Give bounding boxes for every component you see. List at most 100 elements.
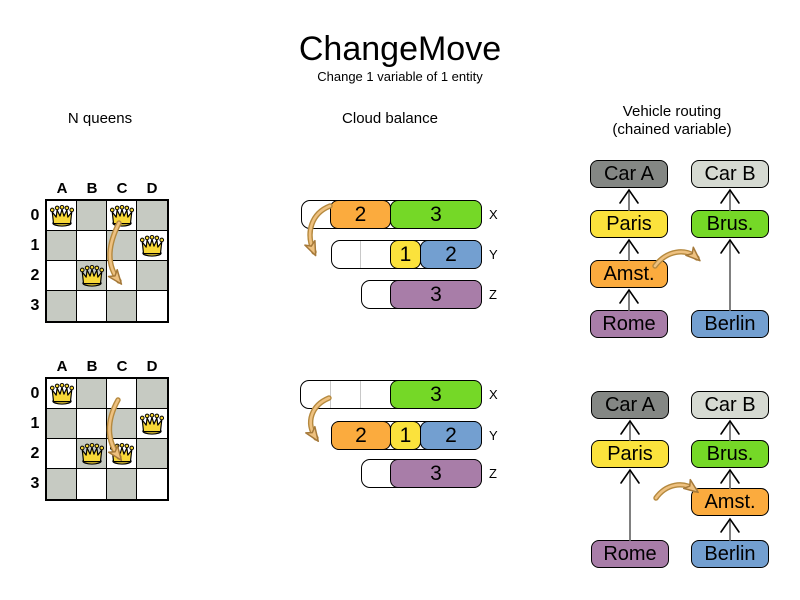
computer-label-z: Z: [489, 287, 497, 302]
row-label: 3: [30, 475, 40, 492]
row-label: 0: [30, 385, 40, 402]
row-label: 3: [30, 297, 40, 314]
vr-label: Car A: [604, 393, 656, 416]
cell-C2: [107, 261, 137, 291]
queen-icon-B2: [79, 264, 104, 287]
computer-label-x: X: [489, 207, 498, 222]
cell-D2: [137, 439, 167, 469]
chessboard-after: [45, 377, 169, 501]
cell-C0: [107, 379, 137, 409]
vr-label: Rome: [603, 542, 657, 565]
vr-box-car-b: Car B: [691, 160, 769, 188]
cell-B0: [77, 201, 107, 231]
column-label: D: [146, 358, 158, 375]
vr-label: Berlin: [704, 542, 756, 565]
cell-A2: [47, 439, 77, 469]
vr-box-brus: Brus.: [691, 440, 769, 468]
process-block-green: 3: [390, 380, 482, 409]
row-label: 2: [30, 445, 40, 462]
row-label: 1: [30, 415, 40, 432]
process-block-blue: 2: [420, 421, 482, 450]
cell-D0: [137, 201, 167, 231]
vr-label: Car A: [603, 162, 655, 185]
page-subtitle: Change 1 variable of 1 entity: [317, 69, 483, 84]
column-label: B: [86, 180, 98, 197]
cell-A2: [47, 261, 77, 291]
column-label: D: [146, 180, 158, 197]
vr-box-amst: Amst.: [691, 488, 769, 516]
process-value: 3: [430, 282, 442, 306]
process-block-purple: 3: [390, 459, 482, 488]
queen-icon-D1: [139, 412, 165, 435]
column-label: A: [56, 180, 68, 197]
vr-box-rome: Rome: [590, 310, 668, 338]
vr-box-car-a: Car A: [591, 391, 669, 419]
cell-C3: [107, 469, 137, 499]
queen-icon-D1: [139, 234, 165, 257]
cell-B2: [77, 261, 107, 291]
cell-A1: [47, 231, 77, 261]
vr-label: Paris: [607, 442, 653, 465]
process-value: 3: [430, 461, 442, 485]
slot-divider: [330, 381, 331, 408]
vr-label: Brus.: [706, 212, 754, 235]
computer-label-x: X: [489, 387, 498, 402]
slot-divider: [360, 241, 361, 268]
chain-arrows-after: [620, 419, 740, 541]
computer-label-y: Y: [489, 247, 498, 262]
vr-label: Amst.: [704, 490, 756, 513]
cell-D1: [137, 409, 167, 439]
vr-label: Brus.: [706, 442, 754, 465]
vr-box-amst: Amst.: [590, 260, 668, 288]
vr-label: Paris: [606, 212, 652, 235]
vr-label: Amst.: [603, 262, 655, 285]
vr-box-rome: Rome: [591, 540, 669, 568]
cell-D2: [137, 261, 167, 291]
process-value: 2: [445, 242, 457, 266]
board-before-row-labels: 0 1 2 3: [27, 201, 43, 321]
vr-box-car-a: Car A: [590, 160, 668, 188]
section-label-cloud-balance: Cloud balance: [342, 110, 438, 127]
process-block-blue: 2: [420, 240, 482, 269]
row-label: 2: [30, 267, 40, 284]
row-label: 0: [30, 207, 40, 224]
chain-arrows-before: [619, 188, 740, 311]
cell-B2: [77, 439, 107, 469]
board-after-column-labels: A B C D: [47, 358, 167, 375]
cell-D3: [137, 469, 167, 499]
cell-D1: [137, 231, 167, 261]
cell-C1: [107, 231, 137, 261]
column-label: A: [56, 358, 68, 375]
process-value: 2: [355, 423, 367, 447]
cell-B1: [77, 409, 107, 439]
vr-box-paris: Paris: [591, 440, 669, 468]
cell-A3: [47, 291, 77, 321]
board-after-row-labels: 0 1 2 3: [27, 379, 43, 499]
process-value: 3: [430, 382, 442, 406]
slot-divider: [360, 381, 361, 408]
column-label: C: [116, 180, 128, 197]
vehicle-routing-label-line2: (chained variable): [612, 121, 732, 138]
process-block-purple: 3: [390, 280, 482, 309]
cell-C1: [107, 409, 137, 439]
cell-B3: [77, 469, 107, 499]
page-title: ChangeMove: [298, 30, 502, 68]
process-block-green: 3: [390, 200, 482, 229]
vr-box-berlin: Berlin: [691, 310, 769, 338]
vehicle-routing-label-line1: Vehicle routing: [622, 103, 722, 120]
cell-A0: [47, 201, 77, 231]
section-label-vehicle-routing: Vehicle routing (chained variable): [592, 103, 752, 139]
vr-box-berlin: Berlin: [691, 540, 769, 568]
vr-box-paris: Paris: [590, 210, 668, 238]
queen-icon-A0: [49, 204, 74, 227]
cell-C0: [107, 201, 137, 231]
queen-icon-B2: [79, 442, 104, 465]
column-label: B: [86, 358, 98, 375]
cell-A1: [47, 409, 77, 439]
queen-icon-C2: [109, 442, 134, 465]
vr-box-car-b: Car B: [691, 391, 769, 419]
vr-label: Car B: [704, 393, 756, 416]
board-before-column-labels: A B C D: [47, 180, 167, 197]
vr-label: Berlin: [704, 312, 756, 335]
